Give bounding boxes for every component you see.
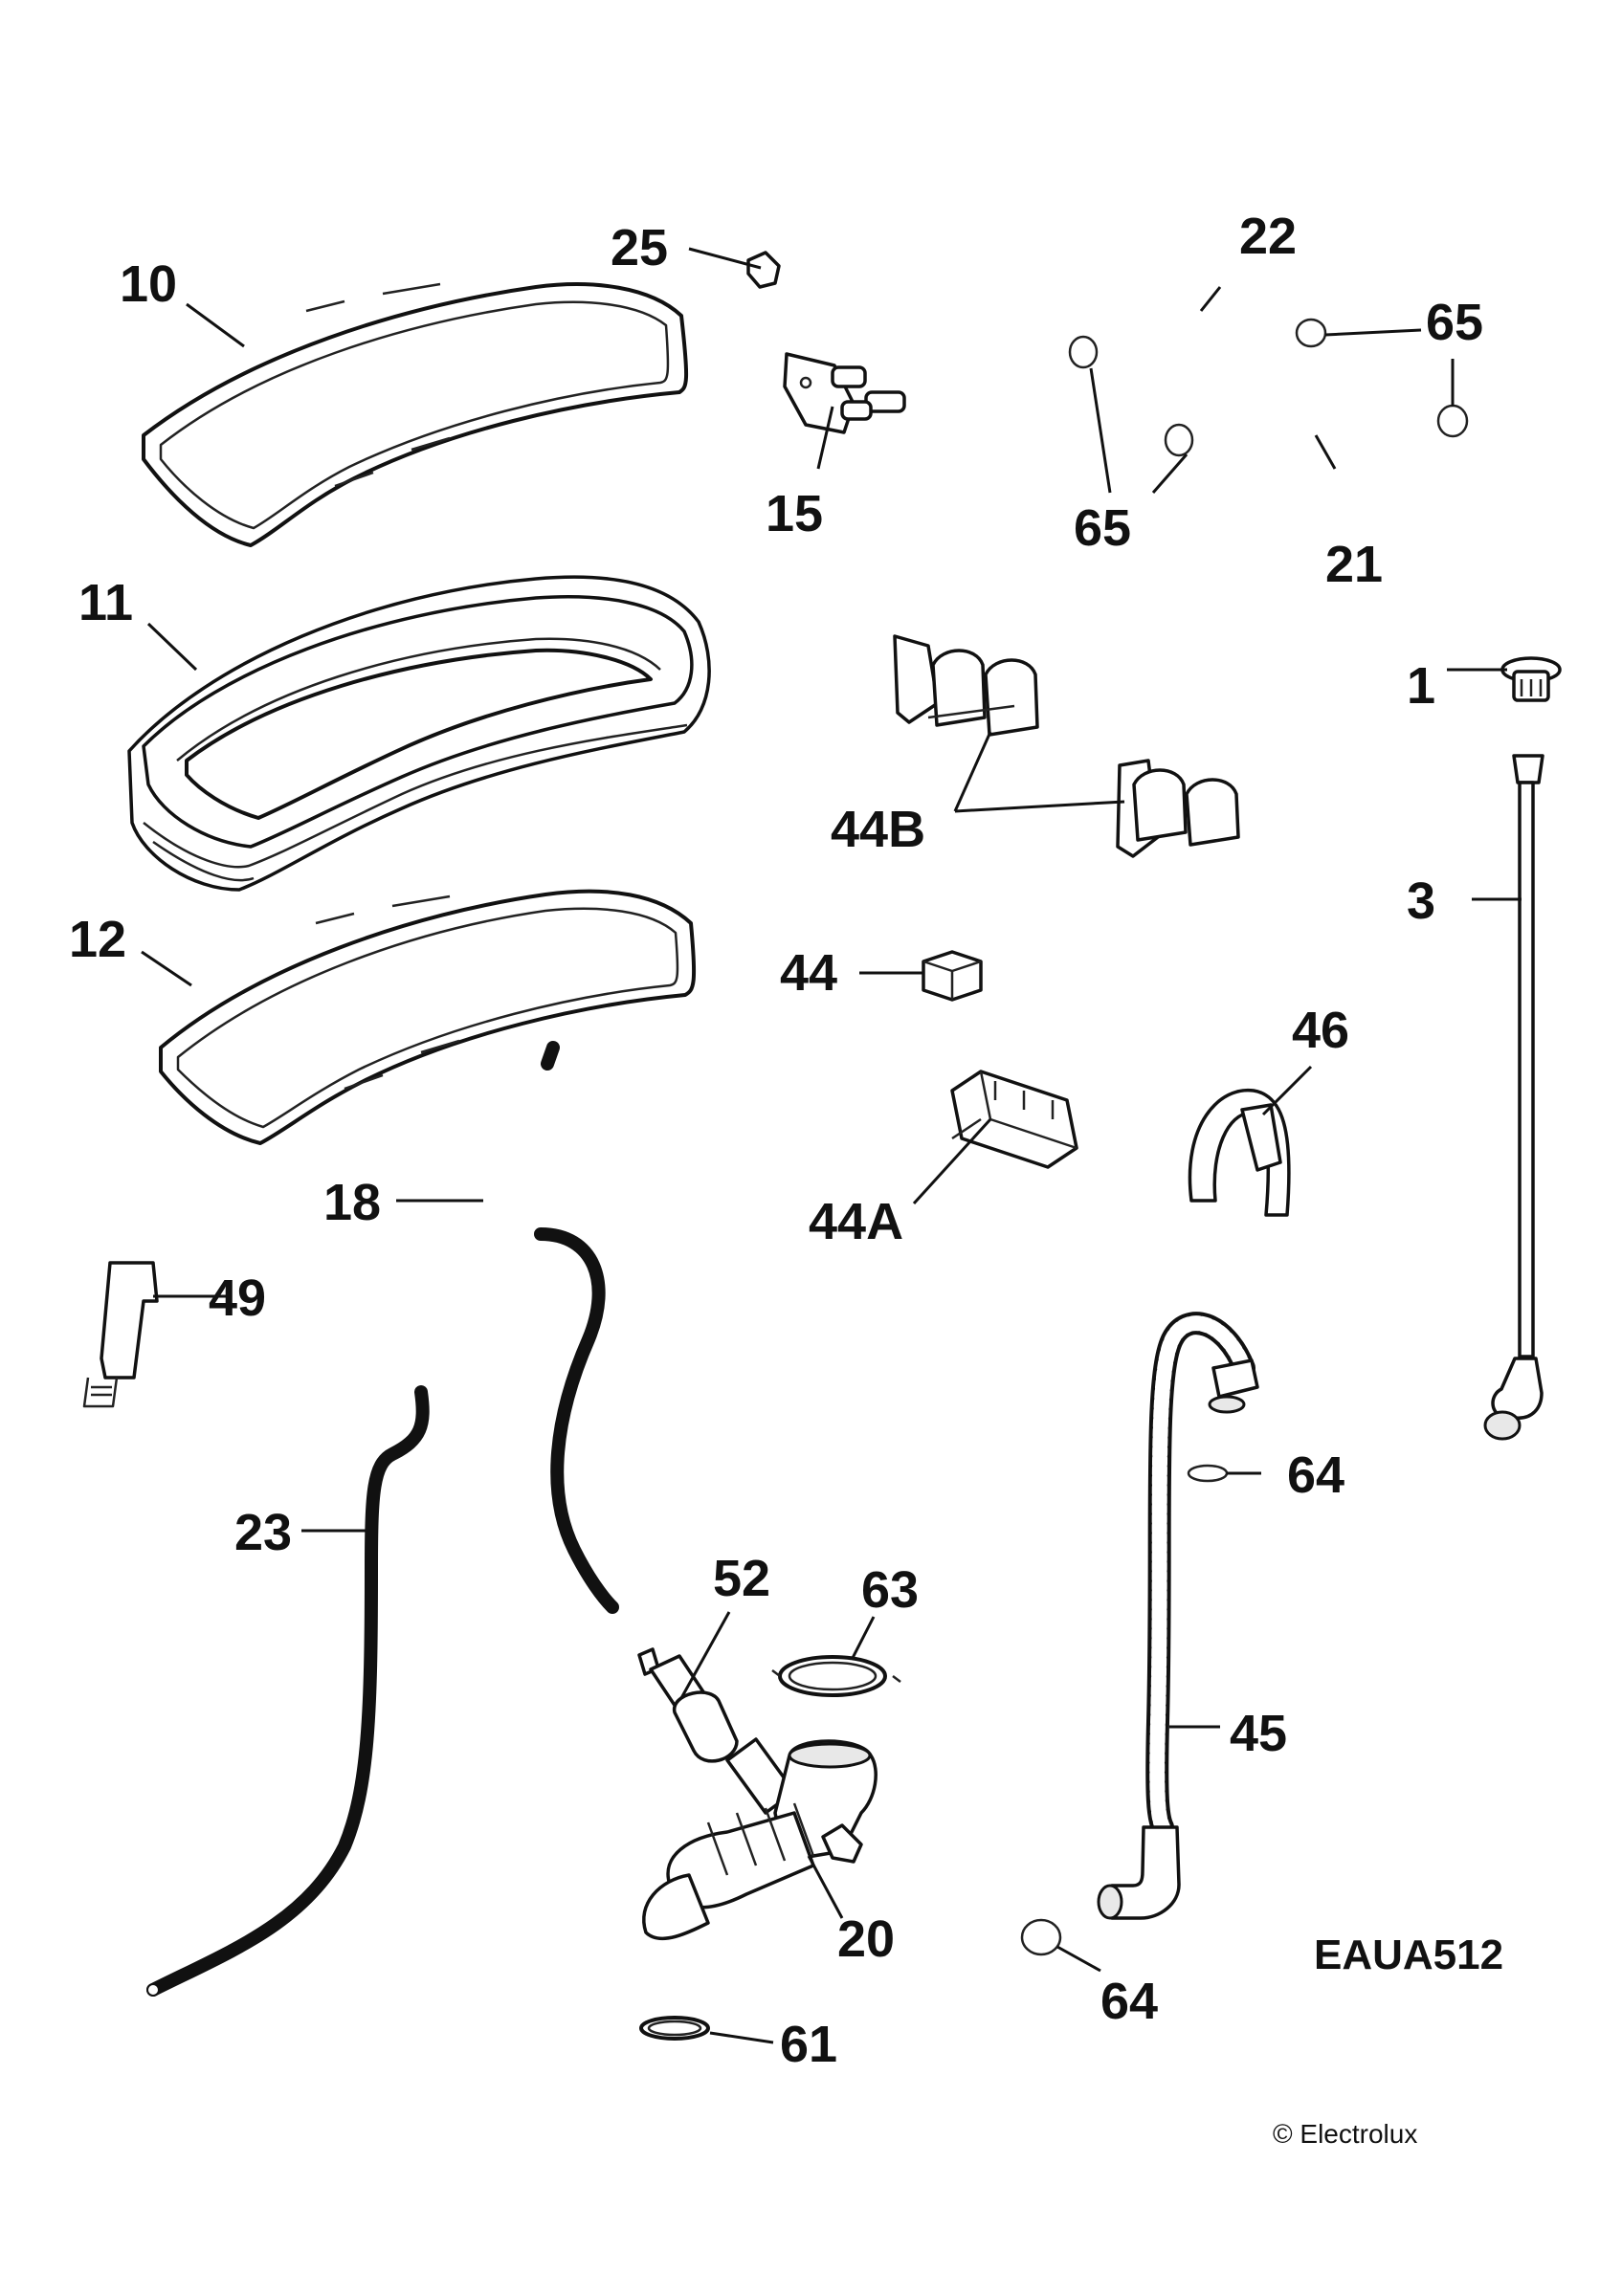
part-10-seal-frame bbox=[142, 282, 689, 547]
leader-lines bbox=[141, 247, 1522, 2044]
part-11-door-gasket bbox=[127, 575, 711, 892]
part-25-connector bbox=[746, 251, 781, 289]
label-64-upper: 64 bbox=[1287, 1446, 1344, 1504]
part-12-seal-frame bbox=[159, 889, 697, 1145]
label-22: 22 bbox=[1239, 208, 1297, 265]
label-52: 52 bbox=[713, 1550, 770, 1607]
label-63: 63 bbox=[861, 1561, 919, 1619]
label-25: 25 bbox=[611, 219, 668, 276]
part-46-hose-hook bbox=[1188, 1088, 1291, 1217]
label-11: 11 bbox=[78, 574, 133, 631]
part-65-clamps bbox=[1068, 318, 1469, 457]
label-1: 1 bbox=[1407, 657, 1435, 715]
label-3: 3 bbox=[1407, 872, 1435, 930]
part-15-dispenser-bracket bbox=[783, 352, 906, 434]
part-21-bent-hose bbox=[1294, 394, 1340, 478]
label-46: 46 bbox=[1292, 1002, 1349, 1059]
part-44-clamp bbox=[922, 950, 983, 1002]
label-44A: 44A bbox=[809, 1193, 903, 1250]
label-15: 15 bbox=[766, 485, 823, 542]
part-45-drain-hose bbox=[1097, 1312, 1259, 1920]
part-1-cap bbox=[1500, 656, 1562, 702]
label-65-right: 65 bbox=[1426, 294, 1483, 351]
part-44A-clamp bbox=[950, 1070, 1078, 1169]
part-23-long-hose bbox=[146, 1385, 430, 1997]
label-21: 21 bbox=[1325, 536, 1383, 593]
part-63-ring-clamp bbox=[771, 1655, 901, 1697]
part-61-ring-clamp bbox=[639, 2016, 710, 2041]
diagram-code: EAUA512 bbox=[1314, 1932, 1503, 1978]
part-3-pipe bbox=[1483, 754, 1544, 1441]
part-52-valve bbox=[637, 1647, 739, 1763]
part-44B-double-clamps bbox=[893, 634, 1240, 858]
label-12: 12 bbox=[69, 911, 126, 968]
label-10: 10 bbox=[120, 255, 177, 313]
label-64-lower: 64 bbox=[1100, 1973, 1158, 2030]
label-61: 61 bbox=[780, 2016, 837, 2073]
part-labels: 10 11 12 25 15 22 65 65 21 1 3 44B 44 46… bbox=[69, 208, 1503, 2149]
copyright: © Electrolux bbox=[1273, 2119, 1417, 2149]
label-18: 18 bbox=[323, 1174, 381, 1231]
part-20-drain-bellows bbox=[642, 1737, 878, 1941]
part-22-bent-hose bbox=[1179, 296, 1247, 388]
label-23: 23 bbox=[234, 1504, 292, 1561]
label-44B: 44B bbox=[831, 801, 925, 858]
part-64-clamps bbox=[1020, 1464, 1229, 1956]
label-45: 45 bbox=[1230, 1705, 1287, 1762]
label-20: 20 bbox=[837, 1910, 895, 1968]
label-44: 44 bbox=[780, 944, 837, 1002]
part-18-hose bbox=[472, 1041, 619, 1614]
label-49: 49 bbox=[209, 1269, 266, 1327]
label-65-left: 65 bbox=[1074, 499, 1131, 557]
part-49-clip bbox=[82, 1261, 159, 1408]
